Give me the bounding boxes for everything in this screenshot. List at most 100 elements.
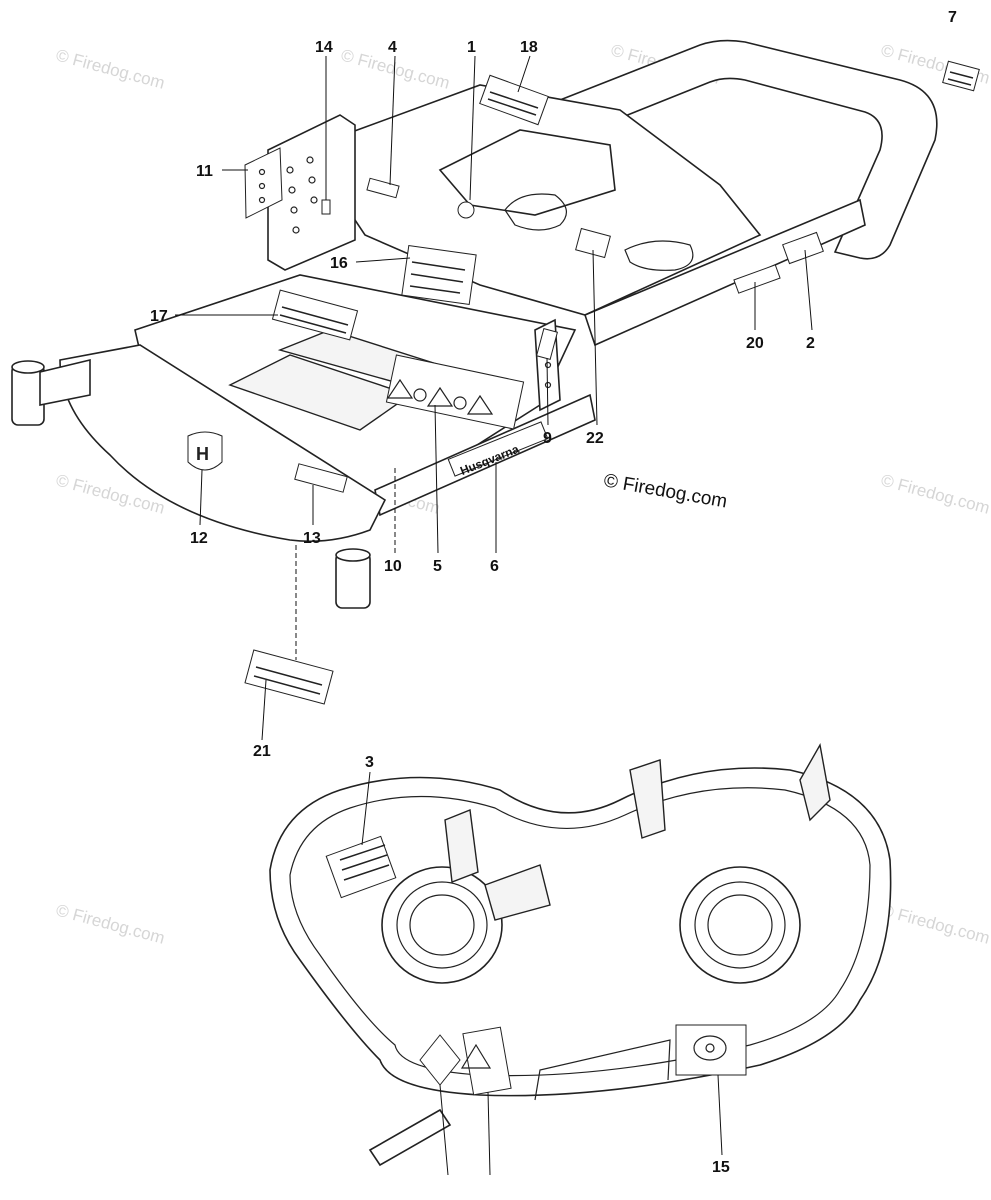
decal-hole (258, 168, 266, 176)
decal-hole (258, 196, 266, 204)
callout-numbers: 1 18 4 14 7 11 16 17 20 2 9 22 12 13 10 … (150, 9, 957, 1176)
callout-2: 2 (806, 335, 815, 352)
right-caster-top (335, 548, 371, 562)
logo-badge-icon (187, 431, 223, 471)
decal-text-line (949, 71, 974, 79)
chassis-frame (11, 39, 938, 609)
rear-handle-tube (558, 39, 938, 260)
decal-text-line (343, 864, 390, 881)
decal-4 (366, 177, 400, 199)
leader-1 (469, 55, 476, 201)
watermark: © Firedog.com (54, 46, 167, 93)
left-spindle-ring (396, 881, 488, 969)
bracket-hole (310, 196, 318, 204)
decal-6 (447, 421, 549, 477)
watermark: © Firedog.com (879, 901, 991, 948)
callout-15: 15 (712, 1159, 730, 1176)
leader-9 (546, 357, 549, 426)
decal-text-line (253, 675, 321, 695)
bracket-hole (544, 381, 552, 389)
spindle-diagram-hub (705, 1043, 715, 1053)
bracket-hole (290, 206, 298, 214)
callout-20: 20 (746, 335, 764, 352)
decal-3 (325, 835, 397, 899)
decal-hole (258, 182, 266, 190)
decal-22 (575, 227, 611, 259)
decal-11 (244, 147, 283, 219)
callout-1: 1 (467, 39, 476, 56)
callout-22: 22 (586, 430, 604, 447)
panel-cutout (624, 240, 694, 271)
warning-triangle-icon (386, 378, 414, 399)
mower-deck (269, 742, 892, 1167)
decal-text-line (489, 91, 539, 109)
leader-partial-right (487, 1091, 491, 1176)
leader-22 (592, 249, 598, 426)
leader-2 (804, 249, 813, 331)
callout-17: 17 (150, 308, 168, 325)
callout-6: 6 (490, 558, 499, 575)
decal-8 (462, 1026, 512, 1096)
callout-3: 3 (365, 754, 374, 771)
callout-4: 4 (388, 39, 397, 56)
decal-text-line (487, 98, 537, 116)
callout-5: 5 (433, 558, 442, 575)
left-caster-top (11, 360, 45, 374)
decal-text-line (339, 844, 386, 861)
warning-triangle-icon (466, 394, 494, 415)
deck-hanger (629, 759, 666, 839)
danger-diamond-icon (419, 1034, 461, 1086)
decal-text-line (411, 261, 466, 271)
spindle-diagram-icon (693, 1035, 727, 1061)
bracket-hole (544, 361, 552, 369)
decal-2 (782, 231, 824, 265)
left-spindle-housing (381, 866, 503, 984)
decal-1 (457, 201, 475, 219)
decal-text-line (410, 273, 464, 283)
callout-11: 11 (196, 163, 213, 180)
leader-16 (355, 257, 411, 263)
right-side-rail (584, 198, 866, 347)
watermark: © Firedog.com (879, 471, 991, 518)
decal-text-line (281, 306, 349, 326)
left-upright-bracket (267, 114, 356, 271)
decal-text-line (255, 666, 323, 686)
watermark: © Firedog.com (54, 901, 167, 948)
leader-5 (434, 404, 439, 554)
seat-plate-cutout (504, 193, 567, 231)
frame-decals: Husqvarna H (187, 60, 980, 705)
deflector-rod (534, 1039, 671, 1101)
callout-18: 18 (520, 39, 538, 56)
right-spindle-housing (679, 866, 801, 984)
warning-triangle-icon (426, 386, 454, 407)
callout-21: 21 (253, 743, 271, 760)
front-deck-arm (368, 1108, 452, 1167)
left-spindle-hub (409, 894, 475, 956)
decal-17 (271, 289, 359, 341)
watermark-main: © Firedog.com (602, 470, 729, 512)
decal-15 (675, 1024, 747, 1076)
bracket-hole (292, 226, 300, 234)
leader-15 (717, 1074, 723, 1156)
circle-icon (453, 396, 467, 410)
bracket-hole (306, 156, 314, 164)
leader-partial-left (439, 1084, 449, 1176)
bolt-14 (321, 199, 331, 215)
leader-3 (361, 771, 371, 846)
right-spindle-hub (707, 894, 773, 956)
decal-text-line (341, 854, 388, 871)
callout-13: 13 (303, 530, 321, 547)
callout-9: 9 (543, 430, 552, 447)
leader-21 (261, 679, 267, 741)
leader-12 (199, 469, 203, 526)
decal-text-line (409, 285, 461, 294)
circle-icon (413, 388, 427, 402)
decal-21 (244, 649, 334, 705)
idler-bracket (444, 809, 479, 883)
decal-text-line (279, 314, 347, 334)
left-caster-arm (39, 358, 91, 406)
leader-lines (175, 55, 813, 1176)
callout-7: 7 (948, 9, 957, 26)
decal-20 (733, 264, 781, 294)
deck-inner-lip (289, 787, 871, 1077)
